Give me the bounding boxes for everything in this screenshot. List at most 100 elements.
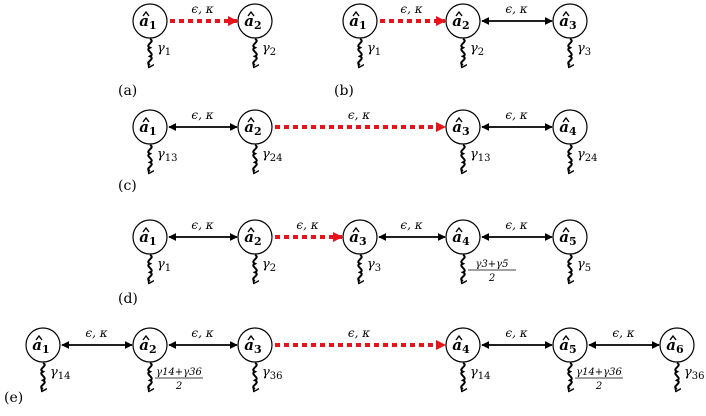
mode-node-circle: [445, 327, 481, 363]
mode-index: 2: [149, 343, 157, 356]
decay-symbol: γ: [157, 41, 165, 56]
mode-node-circle: [445, 219, 481, 255]
coupling-label: ϵ, κ: [400, 218, 422, 232]
mode-node: a3: [552, 3, 588, 39]
mode-node-label: a1: [139, 228, 156, 248]
coupling-label: ϵ, κ: [85, 326, 107, 340]
decay-symbol: γ: [262, 365, 270, 380]
hat-accent-icon: [35, 334, 43, 341]
mode-node: a3: [237, 327, 273, 363]
decay-index: 36: [270, 371, 283, 382]
mode-symbol: a: [452, 228, 462, 246]
decay-rate-label: γ2: [470, 41, 484, 58]
mode-symbol: a: [244, 336, 254, 354]
hat-accent-icon: [455, 334, 463, 341]
mode-node-circle: [342, 3, 378, 39]
mode-symbol: a: [244, 228, 254, 246]
mode-node: a2: [132, 327, 168, 363]
mode-node-circle: [132, 327, 168, 363]
mode-node: a1: [342, 3, 378, 39]
decay-rate-label: γ24: [577, 147, 598, 164]
mode-node: a1: [25, 327, 61, 363]
hat-accent-icon: [562, 10, 570, 17]
wavy-decay-arrow-icon: [568, 362, 571, 389]
mode-symbol: a: [559, 118, 569, 136]
mode-node-circle: [552, 109, 588, 145]
decay-rate-denominator: 2: [488, 273, 495, 284]
decay-rate-numerator: γ14+γ36: [576, 367, 622, 378]
mode-node-circle: [237, 327, 273, 363]
mode-node-label: a4: [452, 228, 470, 248]
mode-node-label: a2: [452, 12, 469, 32]
decay-rate-label: γ1: [157, 257, 171, 274]
mode-node-label: a2: [244, 228, 261, 248]
hat-accent-icon: [455, 226, 463, 233]
wavy-decay-arrow-icon: [461, 38, 464, 65]
mode-node-label: a5: [559, 228, 576, 248]
decay-rate-label: γ3: [367, 257, 381, 274]
decay-symbol: γ: [262, 257, 270, 272]
mode-symbol: a: [32, 336, 42, 354]
decay-index: 3: [375, 263, 381, 274]
hat-accent-icon: [142, 334, 150, 341]
mode-node: a2: [237, 219, 273, 255]
decay-index: 2: [478, 47, 484, 58]
mode-index: 1: [149, 235, 157, 248]
wavy-decay-arrow-icon: [675, 362, 678, 389]
decay-rate-label: γ13: [470, 147, 491, 164]
decay-symbol: γ: [262, 147, 270, 162]
decay-rate-numerator: γ3+γ5: [475, 259, 508, 270]
decay-rate-label: γ24: [262, 147, 283, 164]
decay-index: 24: [270, 153, 283, 164]
mode-node-label: a3: [349, 228, 366, 248]
wavy-decay-arrow-icon: [253, 254, 256, 281]
decay-rate-denominator: 2: [175, 381, 182, 392]
coupling-label: ϵ, κ: [505, 218, 527, 232]
mode-node-label: a4: [452, 336, 470, 356]
hat-accent-icon: [562, 226, 570, 233]
mode-symbol: a: [244, 12, 254, 30]
decay-index: 2: [270, 47, 276, 58]
mode-node-circle: [237, 219, 273, 255]
wavy-decay-arrow-icon: [358, 254, 361, 281]
mode-index: 4: [462, 235, 470, 248]
mode-index: 3: [359, 235, 367, 248]
decay-index: 3: [585, 47, 591, 58]
mode-index: 3: [569, 19, 577, 32]
decay-symbol: γ: [50, 365, 58, 380]
mode-node: a2: [237, 3, 273, 39]
coupling-label: ϵ, κ: [191, 2, 213, 16]
decay-index: 13: [478, 153, 491, 164]
mode-node: a4: [445, 219, 481, 255]
mode-node: a1: [132, 3, 168, 39]
mode-node-circle: [552, 3, 588, 39]
coupling-label: ϵ, κ: [505, 108, 527, 122]
mode-index: 2: [462, 19, 470, 32]
decay-index: 14: [478, 371, 491, 382]
wavy-decay-arrow-icon: [253, 144, 256, 171]
hat-accent-icon: [669, 334, 677, 341]
mode-index: 1: [149, 125, 157, 138]
decay-symbol: γ: [470, 41, 478, 56]
coupling-label: ϵ, κ: [348, 108, 370, 122]
wavy-decay-arrow-icon: [461, 144, 464, 171]
panel-label: (b): [334, 83, 354, 99]
hat-accent-icon: [142, 226, 150, 233]
mode-symbol: a: [349, 12, 359, 30]
mode-symbol: a: [452, 12, 462, 30]
mode-index: 4: [462, 343, 470, 356]
decay-symbol: γ: [157, 257, 165, 272]
decay-symbol: γ: [470, 365, 478, 380]
mode-node: a1: [132, 109, 168, 145]
decay-index: 36: [692, 371, 705, 382]
mode-node-circle: [552, 327, 588, 363]
coupling-label: ϵ, κ: [191, 218, 213, 232]
mode-node-circle: [445, 3, 481, 39]
hat-accent-icon: [562, 116, 570, 123]
mode-symbol: a: [452, 118, 462, 136]
mode-index: 2: [254, 235, 262, 248]
decay-rate-label: γ1: [157, 41, 171, 58]
mode-index: 1: [359, 19, 367, 32]
mode-node-label: a2: [244, 12, 261, 32]
